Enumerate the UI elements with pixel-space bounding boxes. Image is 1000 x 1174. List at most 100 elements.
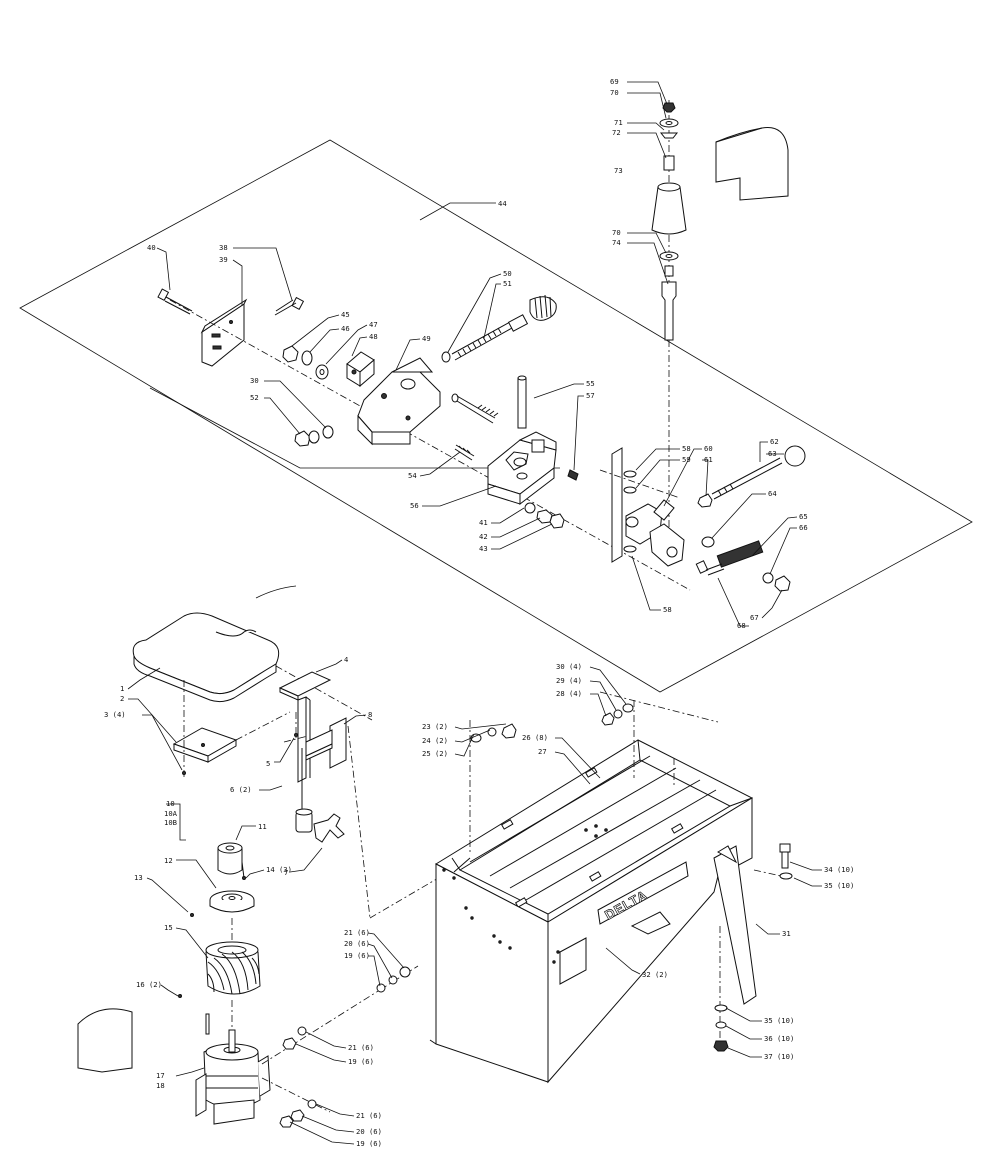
callout-label: 13 <box>134 873 143 882</box>
callout-label: 27 <box>538 747 547 756</box>
block-48 <box>347 352 374 386</box>
collar-knob-7 <box>296 809 344 842</box>
lead-screw-50-51 <box>442 295 556 362</box>
callout-label: 19 (6) <box>356 1139 382 1148</box>
callout-label: 70 <box>612 228 621 237</box>
callout-leaders <box>128 82 822 1144</box>
callout-label: 3 (4) <box>104 710 126 719</box>
callout-label: 45 <box>341 310 350 319</box>
callout-label: 42 <box>479 532 488 541</box>
callout-label: 68 <box>737 621 746 630</box>
callout-label: 38 <box>219 243 228 252</box>
callout-label: 63 <box>768 449 777 458</box>
callout-label: 62 <box>770 437 779 446</box>
callout-label: 23 (2) <box>422 722 448 731</box>
assembly-plane-outline <box>20 140 972 692</box>
callout-label: 51 <box>503 279 512 288</box>
callout-label: 30 <box>250 376 259 385</box>
callout-label: 65 <box>799 512 808 521</box>
callout-label: 67 <box>750 613 759 622</box>
callout-label: 59 <box>682 455 691 464</box>
callout-label: 10A <box>164 809 178 818</box>
callout-label: 19 (6) <box>348 1057 374 1066</box>
motor-17-18 <box>196 1030 270 1124</box>
callout-label: 2 <box>120 694 124 703</box>
callout-label: 52 <box>250 393 259 402</box>
washers-30-52 <box>295 426 333 446</box>
callout-label: 47 <box>369 320 378 329</box>
cabinet-stand: DELTA <box>430 740 756 1082</box>
callout-label: 15 <box>164 923 173 932</box>
callout-label: 8 <box>368 710 372 719</box>
callout-label: 61 <box>704 455 713 464</box>
guide-rod-55 <box>452 376 526 428</box>
callout-label: 32 (2) <box>642 970 668 979</box>
callout-label: 56 <box>410 501 419 510</box>
callout-label: 37 (10) <box>764 1052 794 1061</box>
callout-label: 21 (6) <box>356 1111 382 1120</box>
vise-base-49 <box>358 358 440 444</box>
callout-label: 35 (10) <box>764 1016 794 1025</box>
bracket-8 <box>284 718 346 812</box>
sanding-sleeve-top <box>716 127 788 200</box>
callout-label: 30 (4) <box>556 662 582 671</box>
nut-washers-45-47 <box>283 346 328 379</box>
callout-label: 20 (6) <box>356 1127 382 1136</box>
screw-14 <box>243 877 246 880</box>
spindle-drum-15 <box>206 942 260 994</box>
callout-label: 21 (6) <box>344 928 370 937</box>
spindle-stack <box>652 100 686 560</box>
washer-nuts-41-43 <box>525 503 564 528</box>
callout-label: 64 <box>768 489 777 498</box>
hardware-35-37 <box>714 1005 728 1051</box>
callout-label: 10B <box>164 818 177 827</box>
flange-12 <box>210 891 254 912</box>
screw-13 <box>191 914 194 917</box>
table-top-1 <box>133 613 278 702</box>
callout-label: 39 <box>219 255 228 264</box>
motor-hardware <box>280 967 410 1127</box>
callout-label: 10 <box>166 799 175 808</box>
hardware-28-30 <box>602 704 633 725</box>
callout-label: 19 (6) <box>344 951 370 960</box>
table-insert-2 <box>174 728 236 762</box>
pivot-bracket <box>600 446 805 591</box>
callout-label: 29 (4) <box>556 676 582 685</box>
mounting-plate-39 <box>202 300 246 366</box>
callout-label: 54 <box>408 471 417 480</box>
callout-label: 57 <box>586 391 595 400</box>
callout-labels: 69 70 71 72 73 70 74 44 40 38 39 50 51 4… <box>104 77 854 1148</box>
sanding-sleeve-bottom <box>78 1009 132 1072</box>
callout-label: 44 <box>498 199 507 208</box>
callout-label: 72 <box>612 128 621 137</box>
callout-label: 31 <box>782 929 791 938</box>
plate-4-shaft-5 <box>280 672 330 782</box>
callout-label: 1 <box>120 684 124 693</box>
callout-label: 58 <box>682 444 691 453</box>
callout-label: 36 (10) <box>764 1034 794 1043</box>
assembly-plane-inner-edge <box>150 388 560 468</box>
callout-label: 21 (6) <box>348 1043 374 1052</box>
callout-label: 4 <box>344 655 348 664</box>
callout-label: 34 (10) <box>824 865 854 874</box>
callout-label: 58 <box>663 605 672 614</box>
callout-label: 70 <box>610 88 619 97</box>
callout-label: 14 (3) <box>266 865 292 874</box>
callout-label: 43 <box>479 544 488 553</box>
callout-label: 73 <box>614 166 623 175</box>
hardware-23-25 <box>471 724 516 742</box>
callout-label: 26 (8) <box>522 733 548 742</box>
callout-label: 55 <box>586 379 595 388</box>
callout-label: 5 <box>266 759 270 768</box>
callout-label: 7 <box>284 868 288 877</box>
callout-label: 74 <box>612 238 621 247</box>
bolt-34-35 <box>780 844 792 879</box>
bolt-40 <box>158 289 192 314</box>
callout-label: 20 (6) <box>344 939 370 948</box>
key <box>206 1014 209 1034</box>
callout-label: 6 (2) <box>230 785 252 794</box>
callout-label: 28 (4) <box>556 689 582 698</box>
callout-label: 24 (2) <box>422 736 448 745</box>
callout-label: 66 <box>799 523 808 532</box>
